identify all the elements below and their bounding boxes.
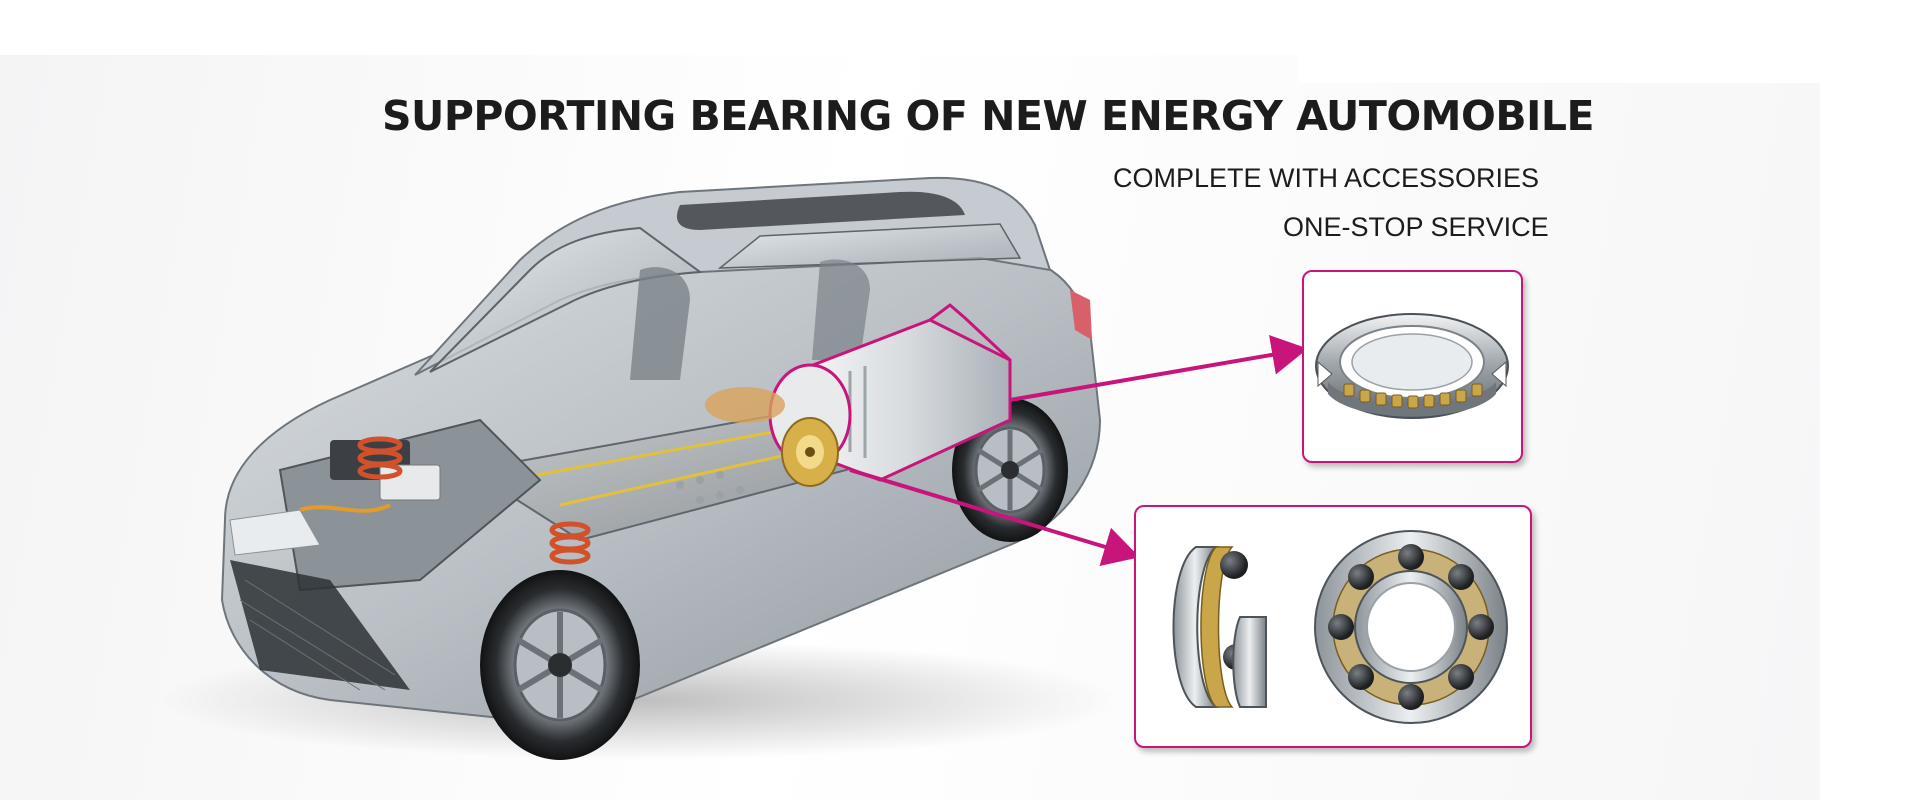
sunroof — [676, 191, 965, 230]
banner-subtitle-accessories: COMPLETE WITH ACCESSORIES — [1113, 163, 1540, 193]
front-coil-spring — [357, 436, 403, 480]
bearing-cutaway — [1172, 546, 1267, 708]
headlight — [229, 509, 321, 556]
front-seat — [630, 267, 690, 380]
tail-light — [1070, 290, 1092, 340]
banner-notch — [1298, 55, 1820, 83]
banner-subtitle-service: ONE-STOP SERVICE — [1283, 212, 1549, 242]
rear-seat — [812, 259, 870, 360]
front-wheel — [480, 570, 640, 760]
deep-groove-ball-bearing-callout — [1134, 505, 1532, 748]
side-window — [717, 223, 1022, 269]
electric-motor — [705, 303, 1012, 487]
crossed-roller-bearing-callout — [1302, 270, 1523, 463]
arrow-to-deep-groove-bearing — [849, 468, 1140, 567]
front-grille — [230, 560, 410, 690]
arrow-to-crossed-roller-bearing — [1009, 335, 1308, 402]
crossed-roller-bearing-icon — [1315, 313, 1509, 419]
front-right-coil-spring — [549, 521, 591, 565]
deep-groove-ball-bearing-icon — [1172, 530, 1508, 724]
windshield — [429, 226, 703, 373]
bearing-front-view — [1314, 530, 1508, 724]
banner-title: SUPPORTING BEARING OF NEW ENERGY AUTOMOB… — [382, 92, 1594, 140]
